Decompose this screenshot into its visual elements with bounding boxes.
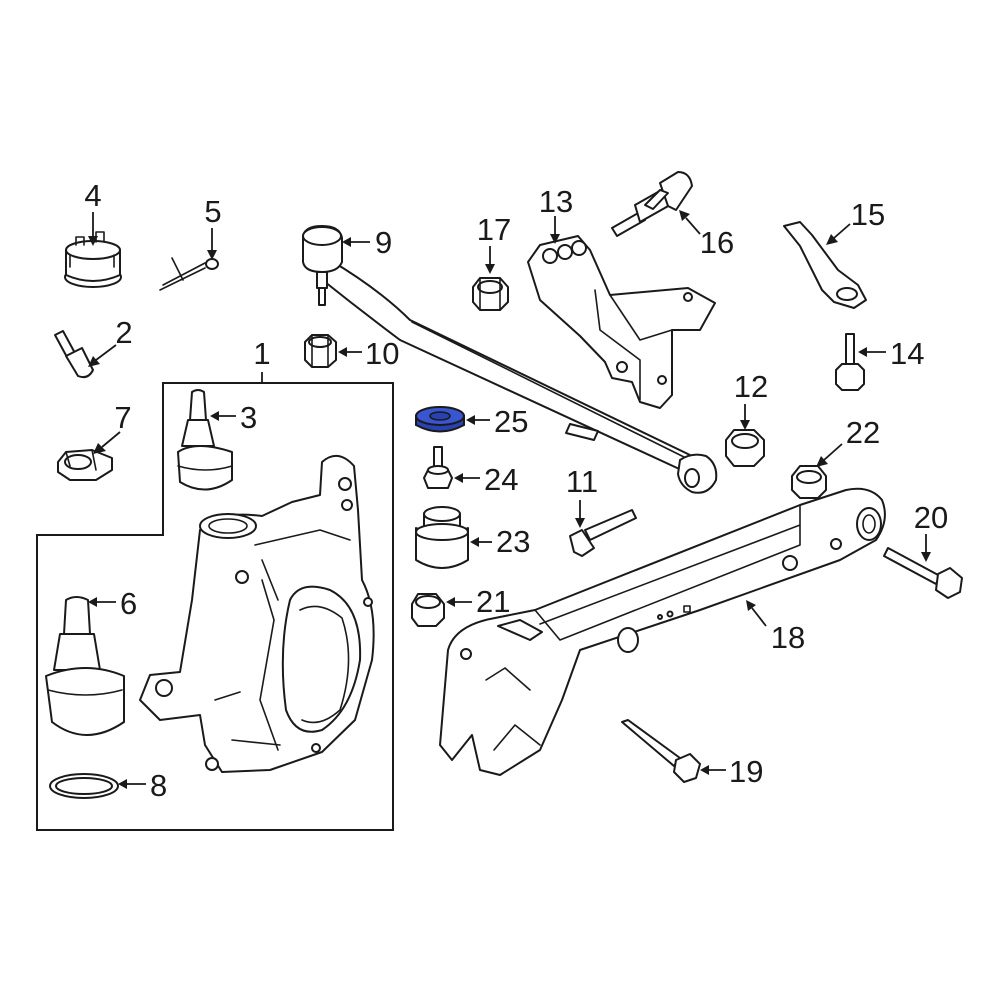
knuckle-assembly-box xyxy=(36,382,394,831)
part-6-ball-joint[interactable] xyxy=(45,596,125,736)
callout-10: 10 xyxy=(365,336,399,371)
part-10-nut[interactable] xyxy=(304,334,337,368)
callout-20: 20 xyxy=(914,500,948,535)
part-21-nut[interactable] xyxy=(411,593,445,627)
callout-3: 3 xyxy=(240,400,257,435)
part-24-bolt[interactable] xyxy=(423,446,453,489)
callout-1: 1 xyxy=(253,336,270,371)
part-9-track-bar[interactable] xyxy=(302,225,718,494)
part-13-bracket[interactable] xyxy=(527,235,716,409)
callout-7: 7 xyxy=(114,400,131,435)
part-5-cotter-pin[interactable] xyxy=(159,257,219,291)
callout-25: 25 xyxy=(494,404,528,439)
callout-17: 17 xyxy=(477,212,511,247)
callout-23: 23 xyxy=(496,524,530,559)
part-11-bolt[interactable] xyxy=(569,509,637,557)
callout-18: 18 xyxy=(771,620,805,655)
callout-14: 14 xyxy=(890,336,924,371)
callout-12: 12 xyxy=(734,369,768,404)
part-25-washer[interactable] xyxy=(415,406,465,433)
callout-labels: 4 5 2 7 9 10 1 3 6 8 17 13 16 15 14 12 2… xyxy=(84,178,948,803)
part-23-bushing[interactable] xyxy=(415,506,469,569)
part-17-nut[interactable] xyxy=(472,277,509,311)
callout-11: 11 xyxy=(566,464,598,499)
part-15-strap[interactable] xyxy=(783,221,867,309)
callout-2: 2 xyxy=(115,315,132,350)
part-2-stud[interactable] xyxy=(54,330,94,379)
part-19-bolt[interactable] xyxy=(621,719,701,783)
part-18-radius-arm[interactable] xyxy=(439,487,886,776)
part-3-ball-joint[interactable] xyxy=(177,389,233,491)
callout-19: 19 xyxy=(729,754,763,789)
callout-15: 15 xyxy=(851,197,885,232)
callout-13: 13 xyxy=(539,184,573,219)
part-4-nut-cage[interactable] xyxy=(64,231,122,288)
part-8-snap-ring[interactable] xyxy=(49,773,119,799)
part-12-nut[interactable] xyxy=(725,429,765,467)
part-1-knuckle[interactable] xyxy=(139,455,375,773)
callout-4: 4 xyxy=(84,178,101,213)
callout-5: 5 xyxy=(204,194,221,229)
callout-24: 24 xyxy=(484,462,518,497)
callout-22: 22 xyxy=(846,415,880,450)
part-20-bolt[interactable] xyxy=(883,547,963,599)
part-16-bolt[interactable] xyxy=(611,171,693,237)
callout-6: 6 xyxy=(120,586,137,621)
callout-8: 8 xyxy=(150,768,167,803)
callout-16: 16 xyxy=(700,225,734,260)
callout-9: 9 xyxy=(375,225,392,260)
callout-21: 21 xyxy=(476,584,510,619)
part-22-nut[interactable] xyxy=(791,465,827,499)
part-14-bolt[interactable] xyxy=(835,333,865,391)
leader-lines xyxy=(88,210,931,789)
part-7-nut[interactable] xyxy=(57,449,113,481)
